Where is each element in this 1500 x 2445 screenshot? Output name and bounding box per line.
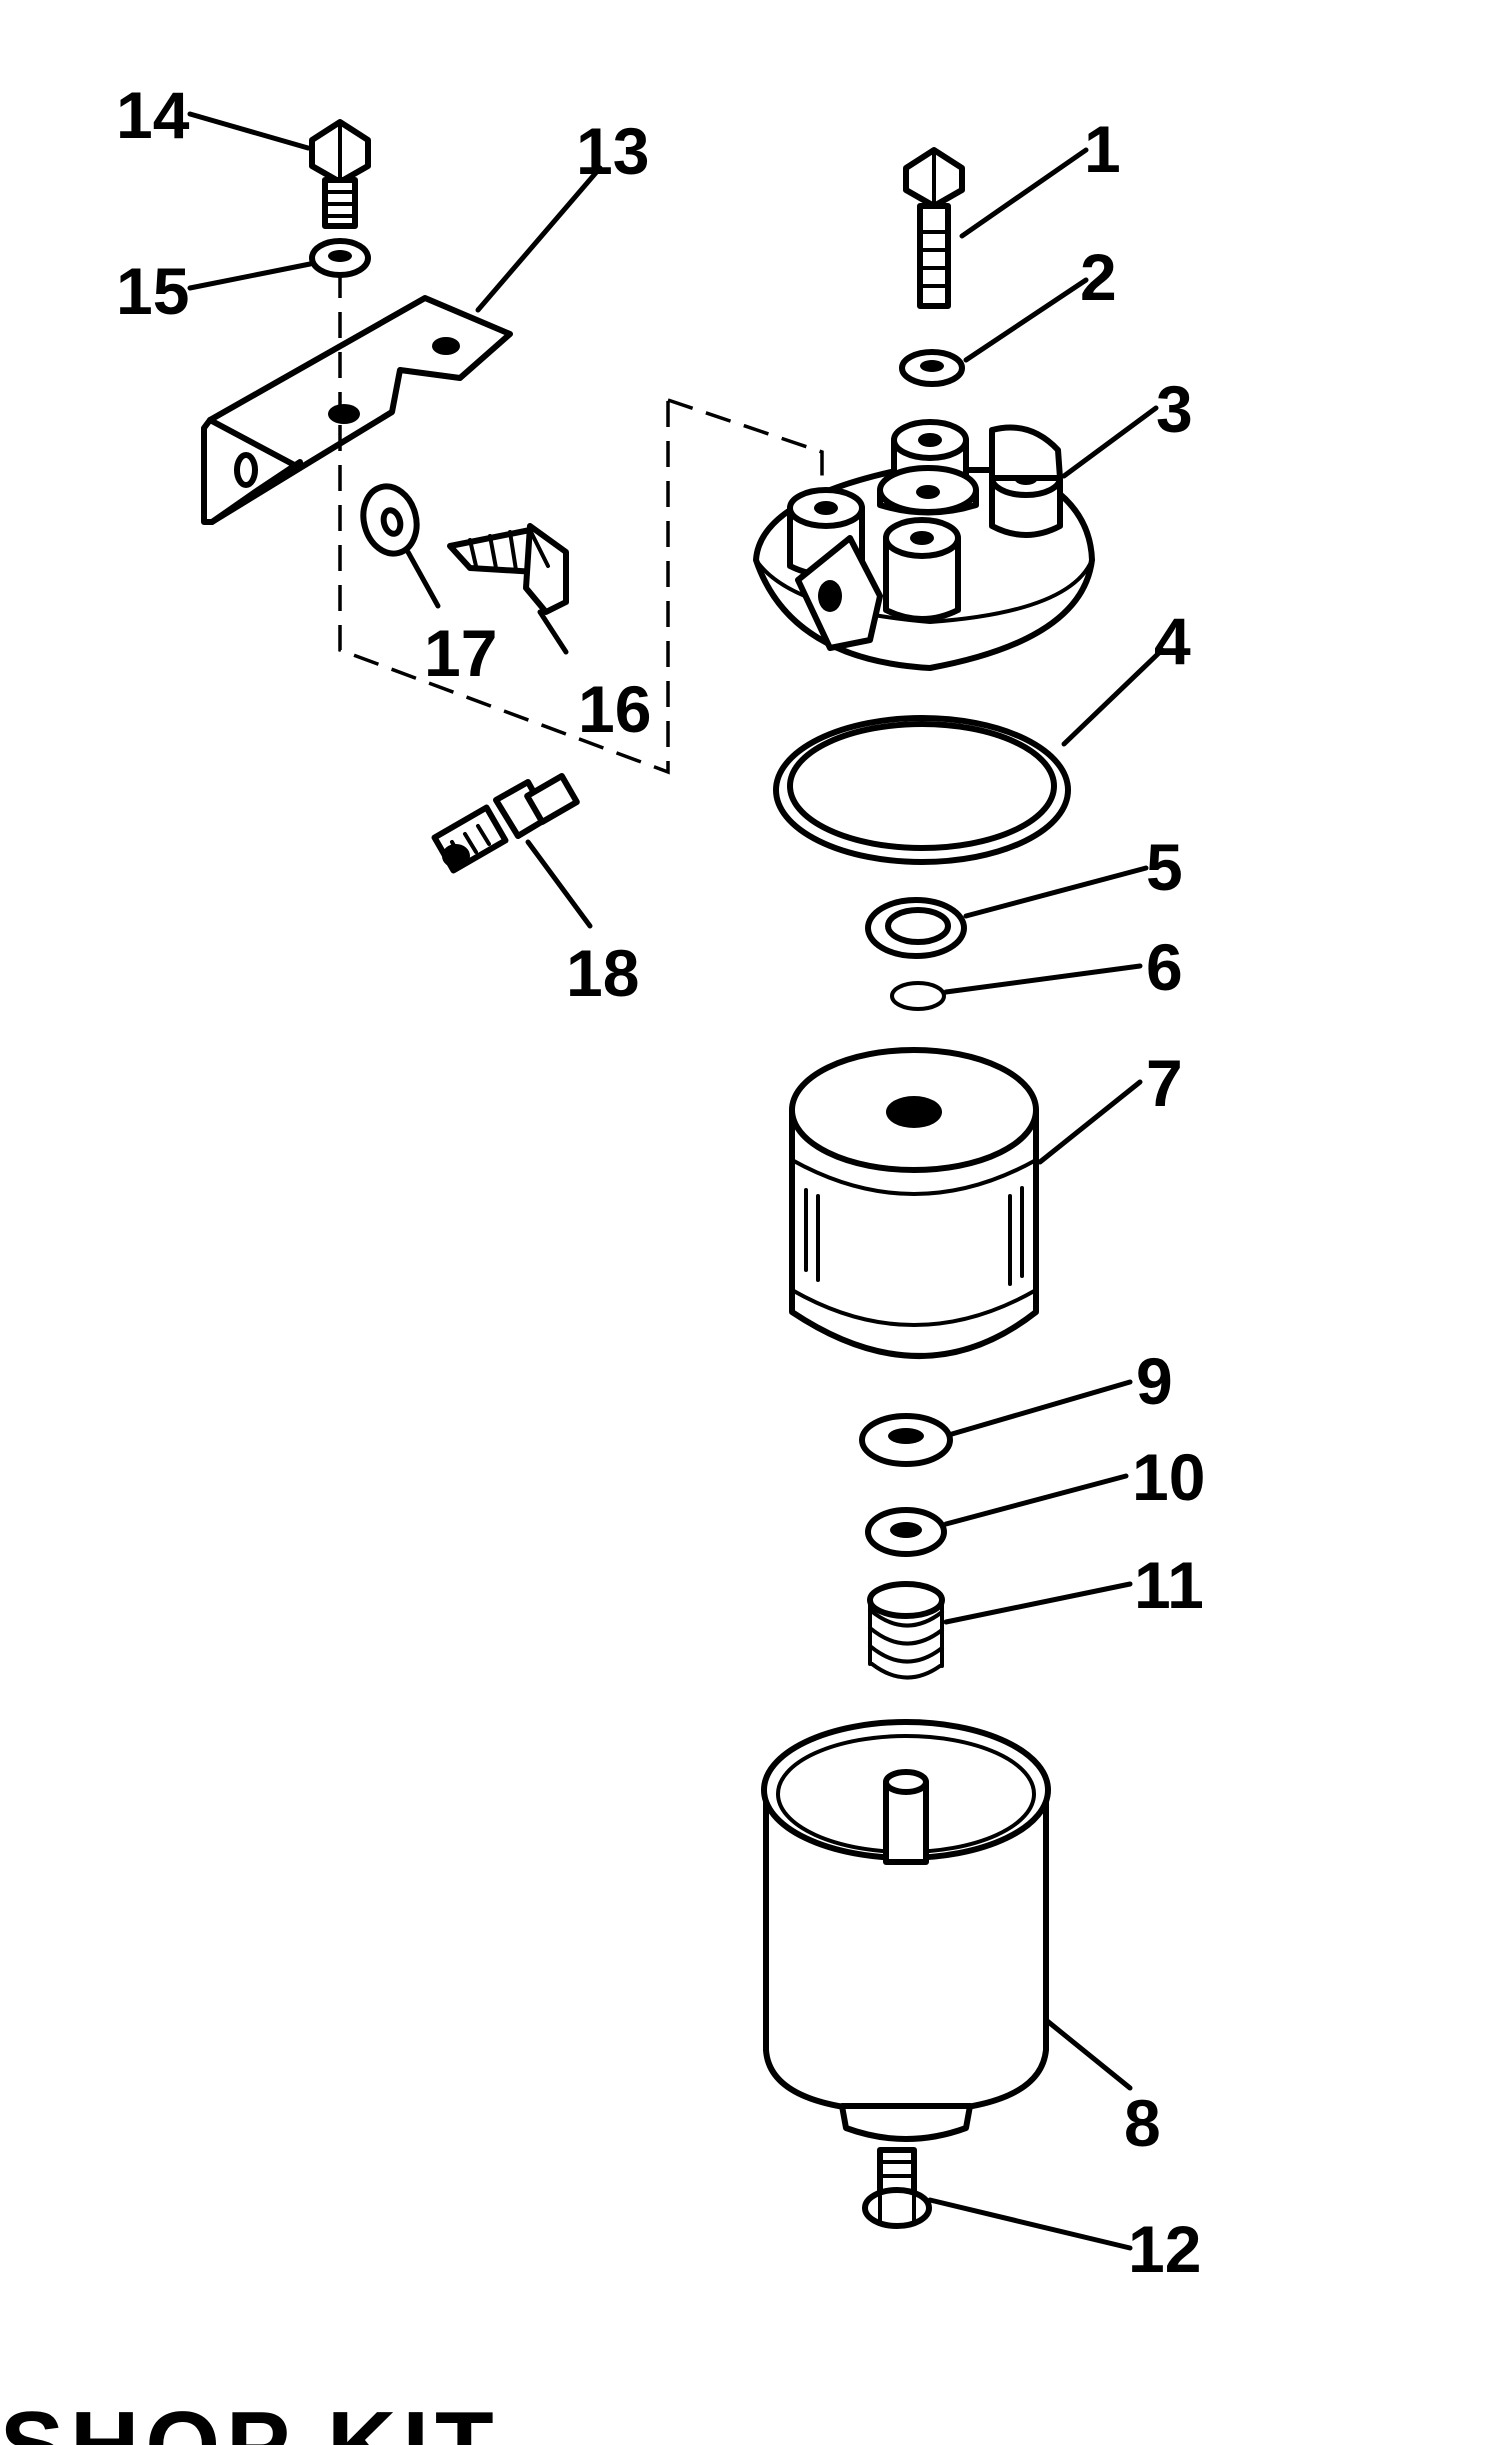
callout-6: 6 (1146, 930, 1183, 1004)
callout-2: 2 (1080, 240, 1117, 314)
part-4-gasket-ring (773, 715, 1071, 865)
callout-9: 9 (1136, 1344, 1173, 1418)
callout-17: 17 (424, 616, 497, 690)
part-14-hex-bolt (309, 119, 371, 229)
part-11-spring (867, 1581, 945, 1680)
part-18-hose-fitting (431, 773, 580, 874)
callout-7: 7 (1146, 1046, 1183, 1120)
callout-4: 4 (1154, 604, 1191, 678)
callout-16: 16 (578, 672, 651, 746)
callout-18: 18 (566, 936, 639, 1010)
part-9-washer (859, 1413, 953, 1467)
part-15-lock-washer (309, 238, 371, 278)
part-5-seal (865, 897, 967, 959)
callout-8: 8 (1124, 2086, 1161, 2160)
kit-title: SHOP KIT (0, 2392, 500, 2445)
callout-13: 13 (576, 114, 649, 188)
leader-lines (187, 111, 1165, 2251)
callout-3: 3 (1156, 372, 1193, 446)
part-7-filter-element (789, 1047, 1039, 1359)
callout-14: 14 (116, 78, 190, 152)
part-16-lag-screw (447, 523, 569, 615)
callout-11: 11 (1134, 1548, 1204, 1622)
part-2-washer (899, 349, 965, 387)
callout-10: 10 (1132, 1440, 1205, 1514)
part-1-long-bolt (903, 147, 965, 309)
fastener-group-outline-top (667, 398, 824, 490)
callout-12: 12 (1128, 2212, 1201, 2286)
callout-5: 5 (1146, 830, 1183, 904)
callout-15: 15 (116, 254, 189, 328)
fastener-group-outline (338, 400, 670, 775)
part-3-filter-head (753, 419, 1095, 671)
part-17-flat-washer (360, 483, 420, 557)
part-13-mounting-bracket (201, 272, 513, 525)
part-6-small-o-ring (890, 981, 946, 1011)
callout-1: 1 (1084, 112, 1121, 186)
part-8-filter-bowl (761, 1719, 1051, 2142)
part-12-drain-plug (862, 2147, 932, 2229)
part-10-washer (865, 1507, 947, 1557)
